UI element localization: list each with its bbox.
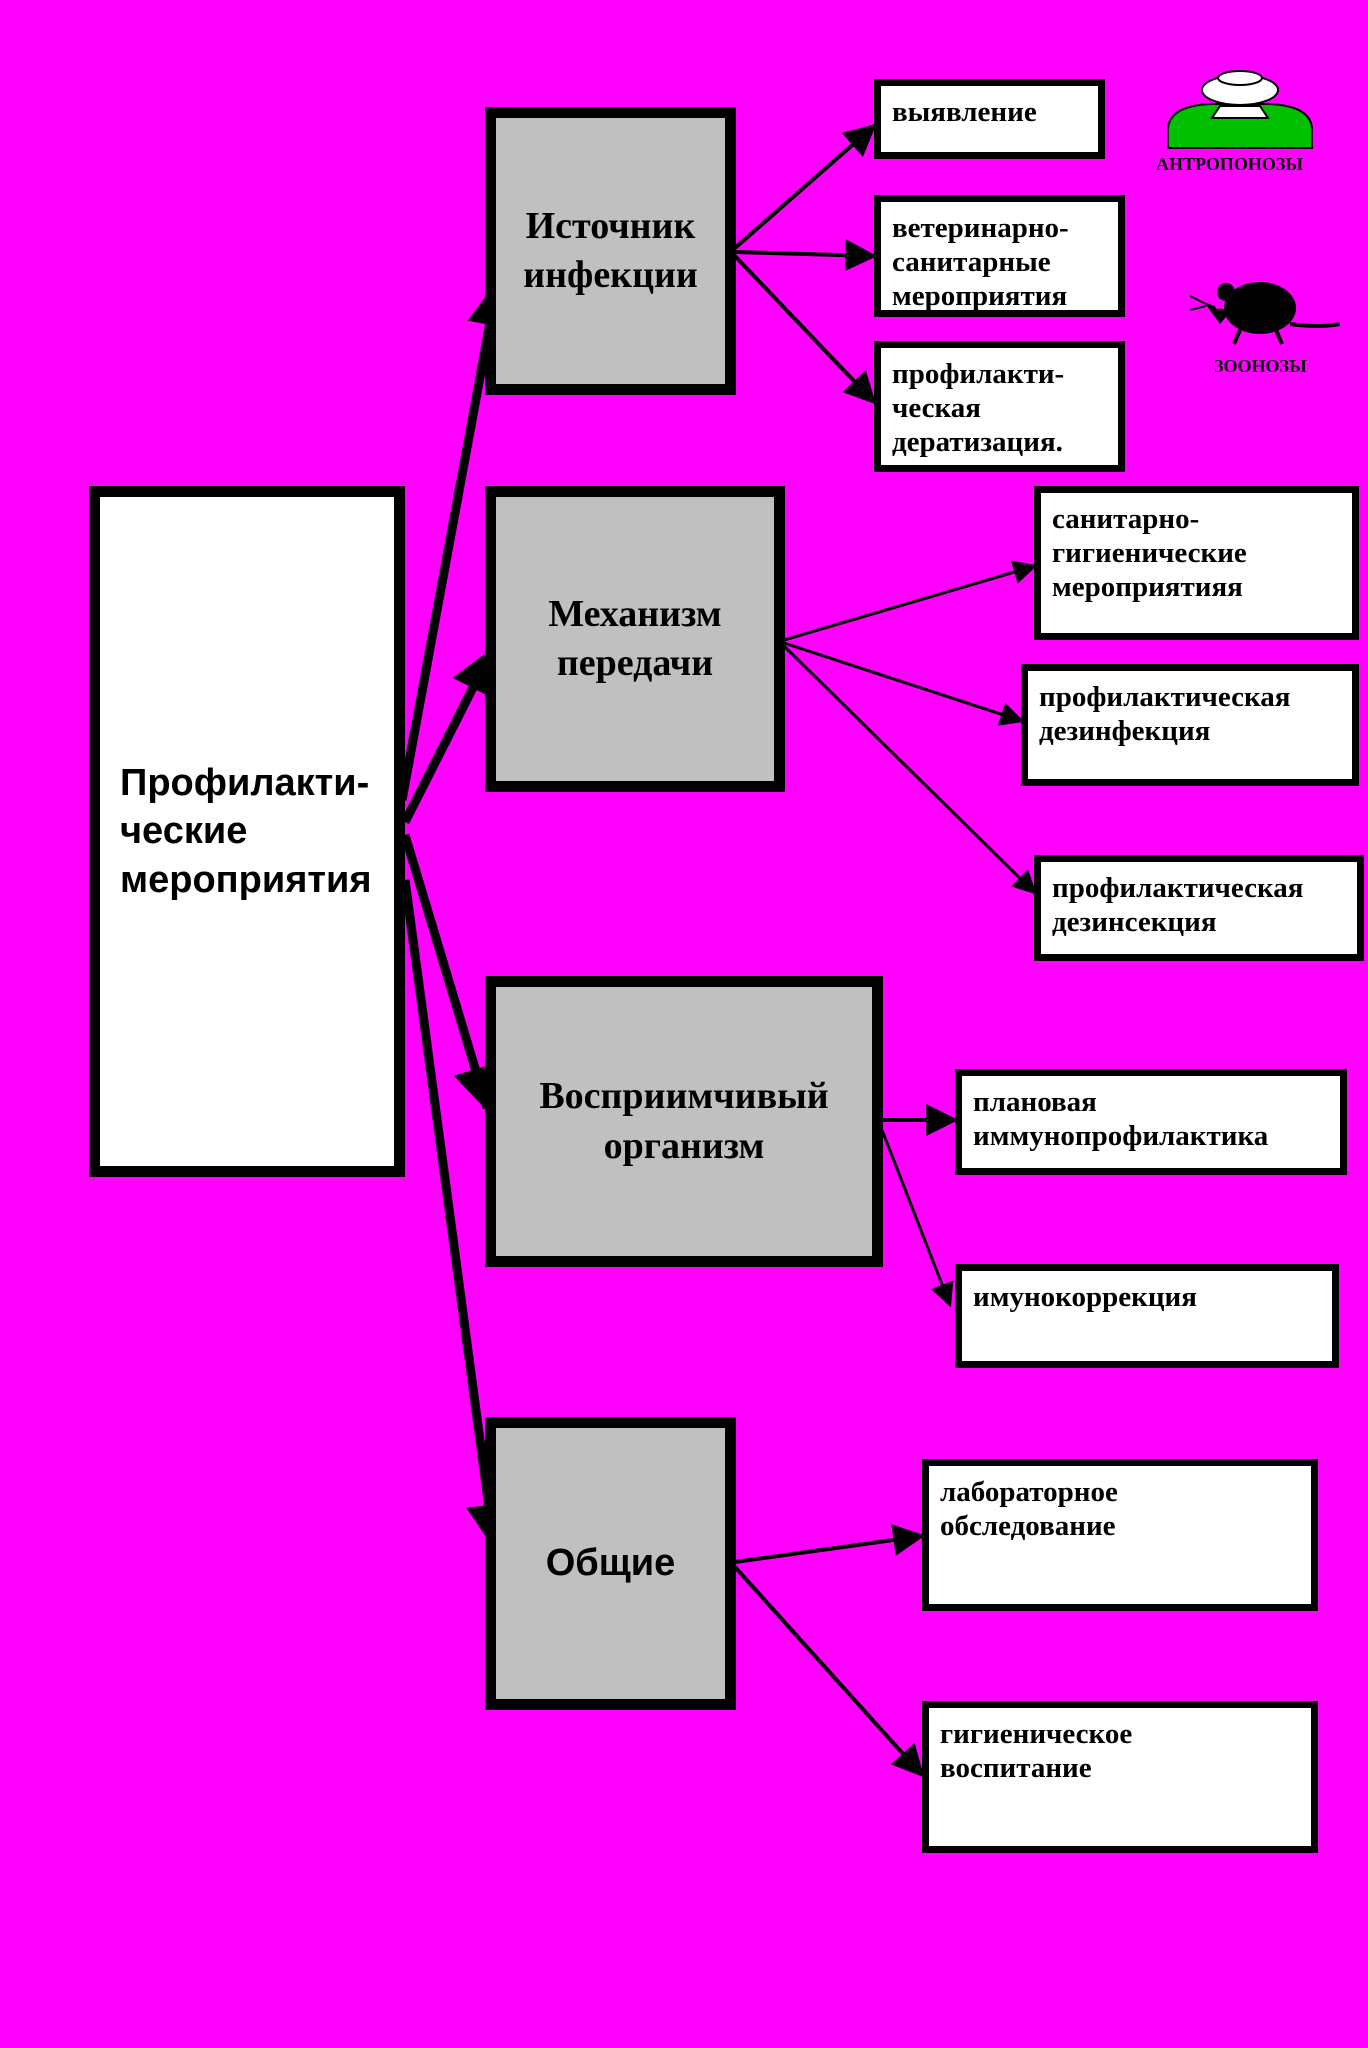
category-susceptible-organism: Восприимчивый организм	[485, 976, 883, 1267]
action-label: имунокоррекция	[973, 1281, 1197, 1313]
category-label: Механизм передачи	[548, 592, 722, 684]
arrow-susceptible-to-immunocorrection	[880, 1129, 954, 1308]
action-label: гигиеническое воспитание	[940, 1718, 1133, 1784]
action-sanitary-hygienic: санитарно- гигиенические мероприятияя	[1034, 486, 1359, 640]
arrow-root-to-mechanism	[400, 647, 496, 825]
arrow-mechanism-to-disinsection	[782, 644, 1037, 895]
action-immunocorrection: имунокоррекция	[955, 1264, 1339, 1368]
arrow-root-to-source	[397, 280, 512, 801]
arrow-source-to-deratization	[733, 254, 877, 405]
legend-anthroponoses-label: АНТРОПОНОЗЫ	[1156, 154, 1304, 174]
arrow-root-to-general	[400, 879, 511, 1550]
action-label: профилактическая дезинфекция	[1039, 681, 1291, 747]
arrow-source-to-veterinary	[734, 239, 878, 272]
arrow-mechanism-to-sanitary	[783, 560, 1038, 642]
root-box-preventive-measures: Профилакти- ческие мероприятия	[89, 486, 405, 1177]
action-laboratory-examination: лабораторное обследование	[922, 1459, 1318, 1611]
category-label: Восприимчивый организм	[539, 1075, 829, 1167]
action-disinfection: профилактическая дезинфекция	[1021, 664, 1359, 786]
action-planned-immunization: плановая иммунопрофилактика	[955, 1069, 1347, 1175]
rat-icon	[1189, 282, 1341, 345]
action-deratization: профилакти- ческая дератизация.	[874, 341, 1125, 472]
legend-anthroponoses: АНТРОПОНОЗЫ	[1150, 66, 1330, 181]
action-label: ветеринарно- санитарные мероприятия	[892, 212, 1069, 312]
arrow-root-to-susceptible	[400, 833, 497, 1113]
category-source-of-infection: Источник инфекции	[485, 107, 736, 395]
root-label: Профилакти- ческие мероприятия	[120, 762, 372, 901]
action-label: плановая иммунопрофилактика	[973, 1086, 1269, 1152]
legend-zoonoses-label: ЗООНОЗЫ	[1214, 356, 1307, 376]
action-label: профилактическая дезинсекция	[1052, 872, 1304, 938]
action-disinsection: профилактическая дезинсекция	[1034, 855, 1364, 961]
action-veterinary-sanitary: ветеринарно- санитарные мероприятия	[874, 195, 1125, 317]
category-transmission-mechanism: Механизм передачи	[485, 486, 785, 792]
arrow-general-to-laboratory	[734, 1524, 926, 1564]
action-label: санитарно- гигиенические мероприятияя	[1052, 503, 1247, 603]
action-label: профилакти- ческая дератизация.	[892, 358, 1065, 458]
action-hygiene-education: гигиеническое воспитание	[922, 1701, 1318, 1853]
arrow-source-to-detection	[733, 123, 877, 250]
person-icon	[1167, 70, 1313, 149]
category-general: Общие	[485, 1417, 736, 1710]
action-detection: выявление	[874, 79, 1105, 159]
action-label: выявление	[892, 96, 1037, 128]
category-label: Общие	[545, 1541, 676, 1584]
action-label: лабораторное обследование	[940, 1476, 1118, 1542]
arrow-mechanism-to-disinfection	[783, 641, 1025, 726]
category-label: Источник инфекции	[523, 204, 698, 296]
legend-zoonoses: ЗООНОЗЫ	[1189, 266, 1341, 381]
arrow-general-to-hygiene	[733, 1565, 925, 1778]
